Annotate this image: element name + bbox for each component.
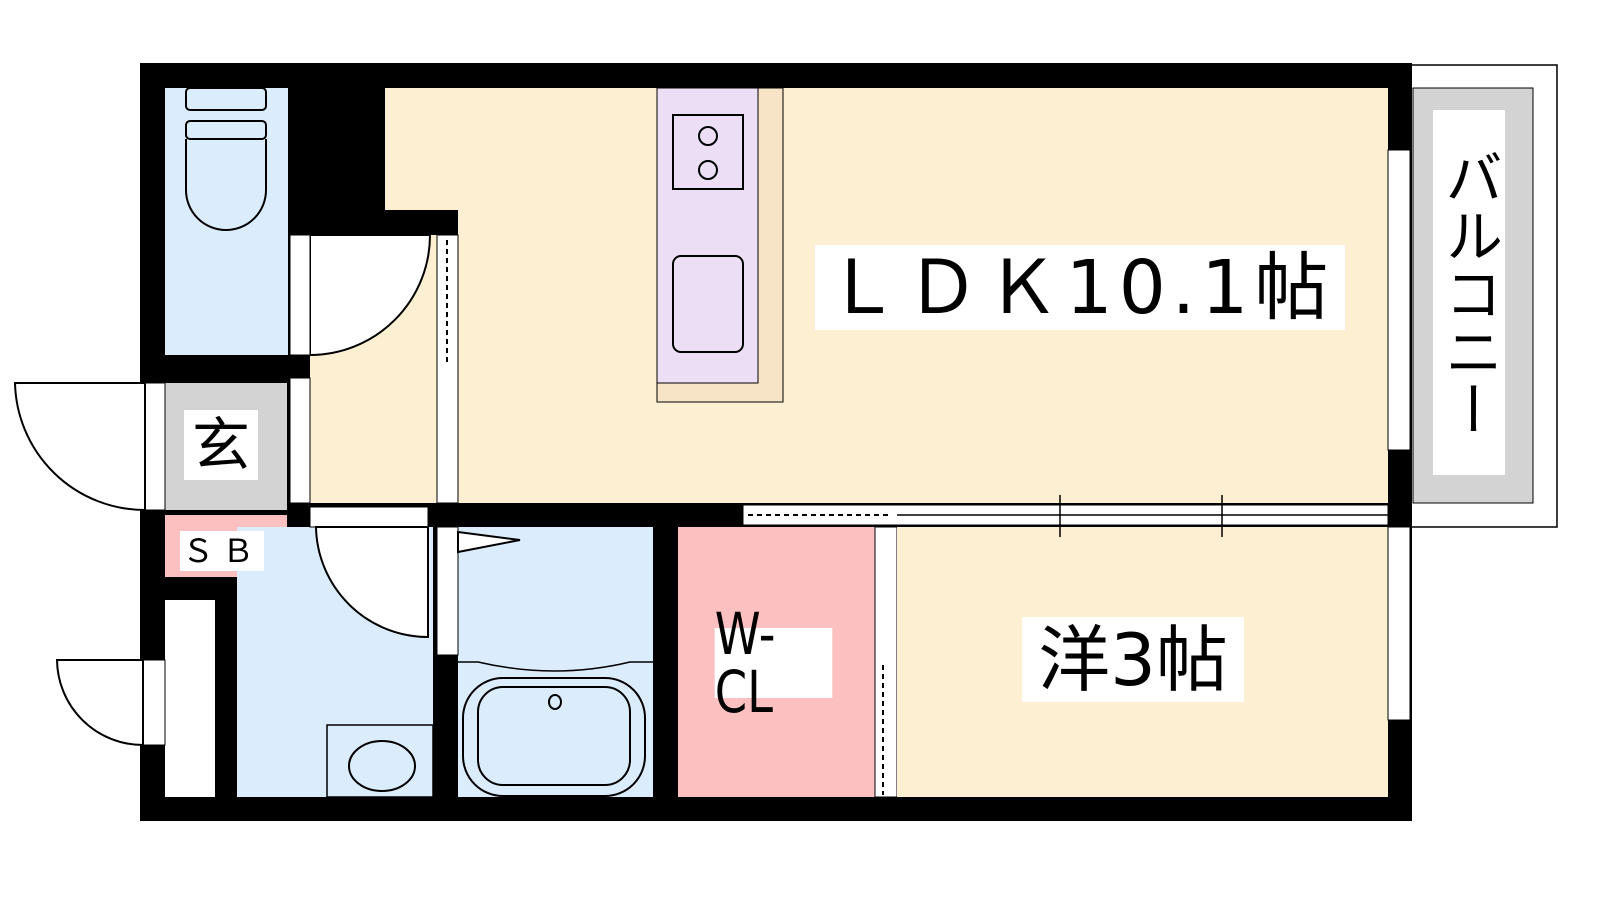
balcony-label: バルコニー <box>1433 110 1505 475</box>
bathroom-floor <box>458 527 653 797</box>
bath-door[interactable] <box>457 530 521 554</box>
toilet-icon <box>185 87 267 231</box>
stove-icon <box>672 114 744 190</box>
western-window[interactable] <box>1387 526 1411 721</box>
walk-in-closet-label: W-CL <box>714 605 833 721</box>
washroom-door[interactable] <box>314 526 429 639</box>
shoe-box-label: ＳＢ <box>180 531 264 571</box>
front-door[interactable] <box>13 382 146 512</box>
toilet-door-swing[interactable] <box>309 234 432 357</box>
storage-area <box>165 600 215 797</box>
washbasin-icon <box>348 740 416 792</box>
storage-door[interactable] <box>55 659 144 747</box>
toilet-room <box>165 88 288 355</box>
ldk-label: ＬＤＫ10.1帖 <box>815 245 1345 330</box>
sink-icon <box>672 255 744 353</box>
closet-sliding-door[interactable] <box>874 526 898 798</box>
western-room-label: 洋3帖 <box>1022 617 1244 702</box>
balcony-window[interactable] <box>1387 149 1411 451</box>
entrance-label: 玄 <box>184 410 258 480</box>
hall-sliding-door[interactable] <box>436 234 459 504</box>
bathtub-icon <box>462 677 646 797</box>
